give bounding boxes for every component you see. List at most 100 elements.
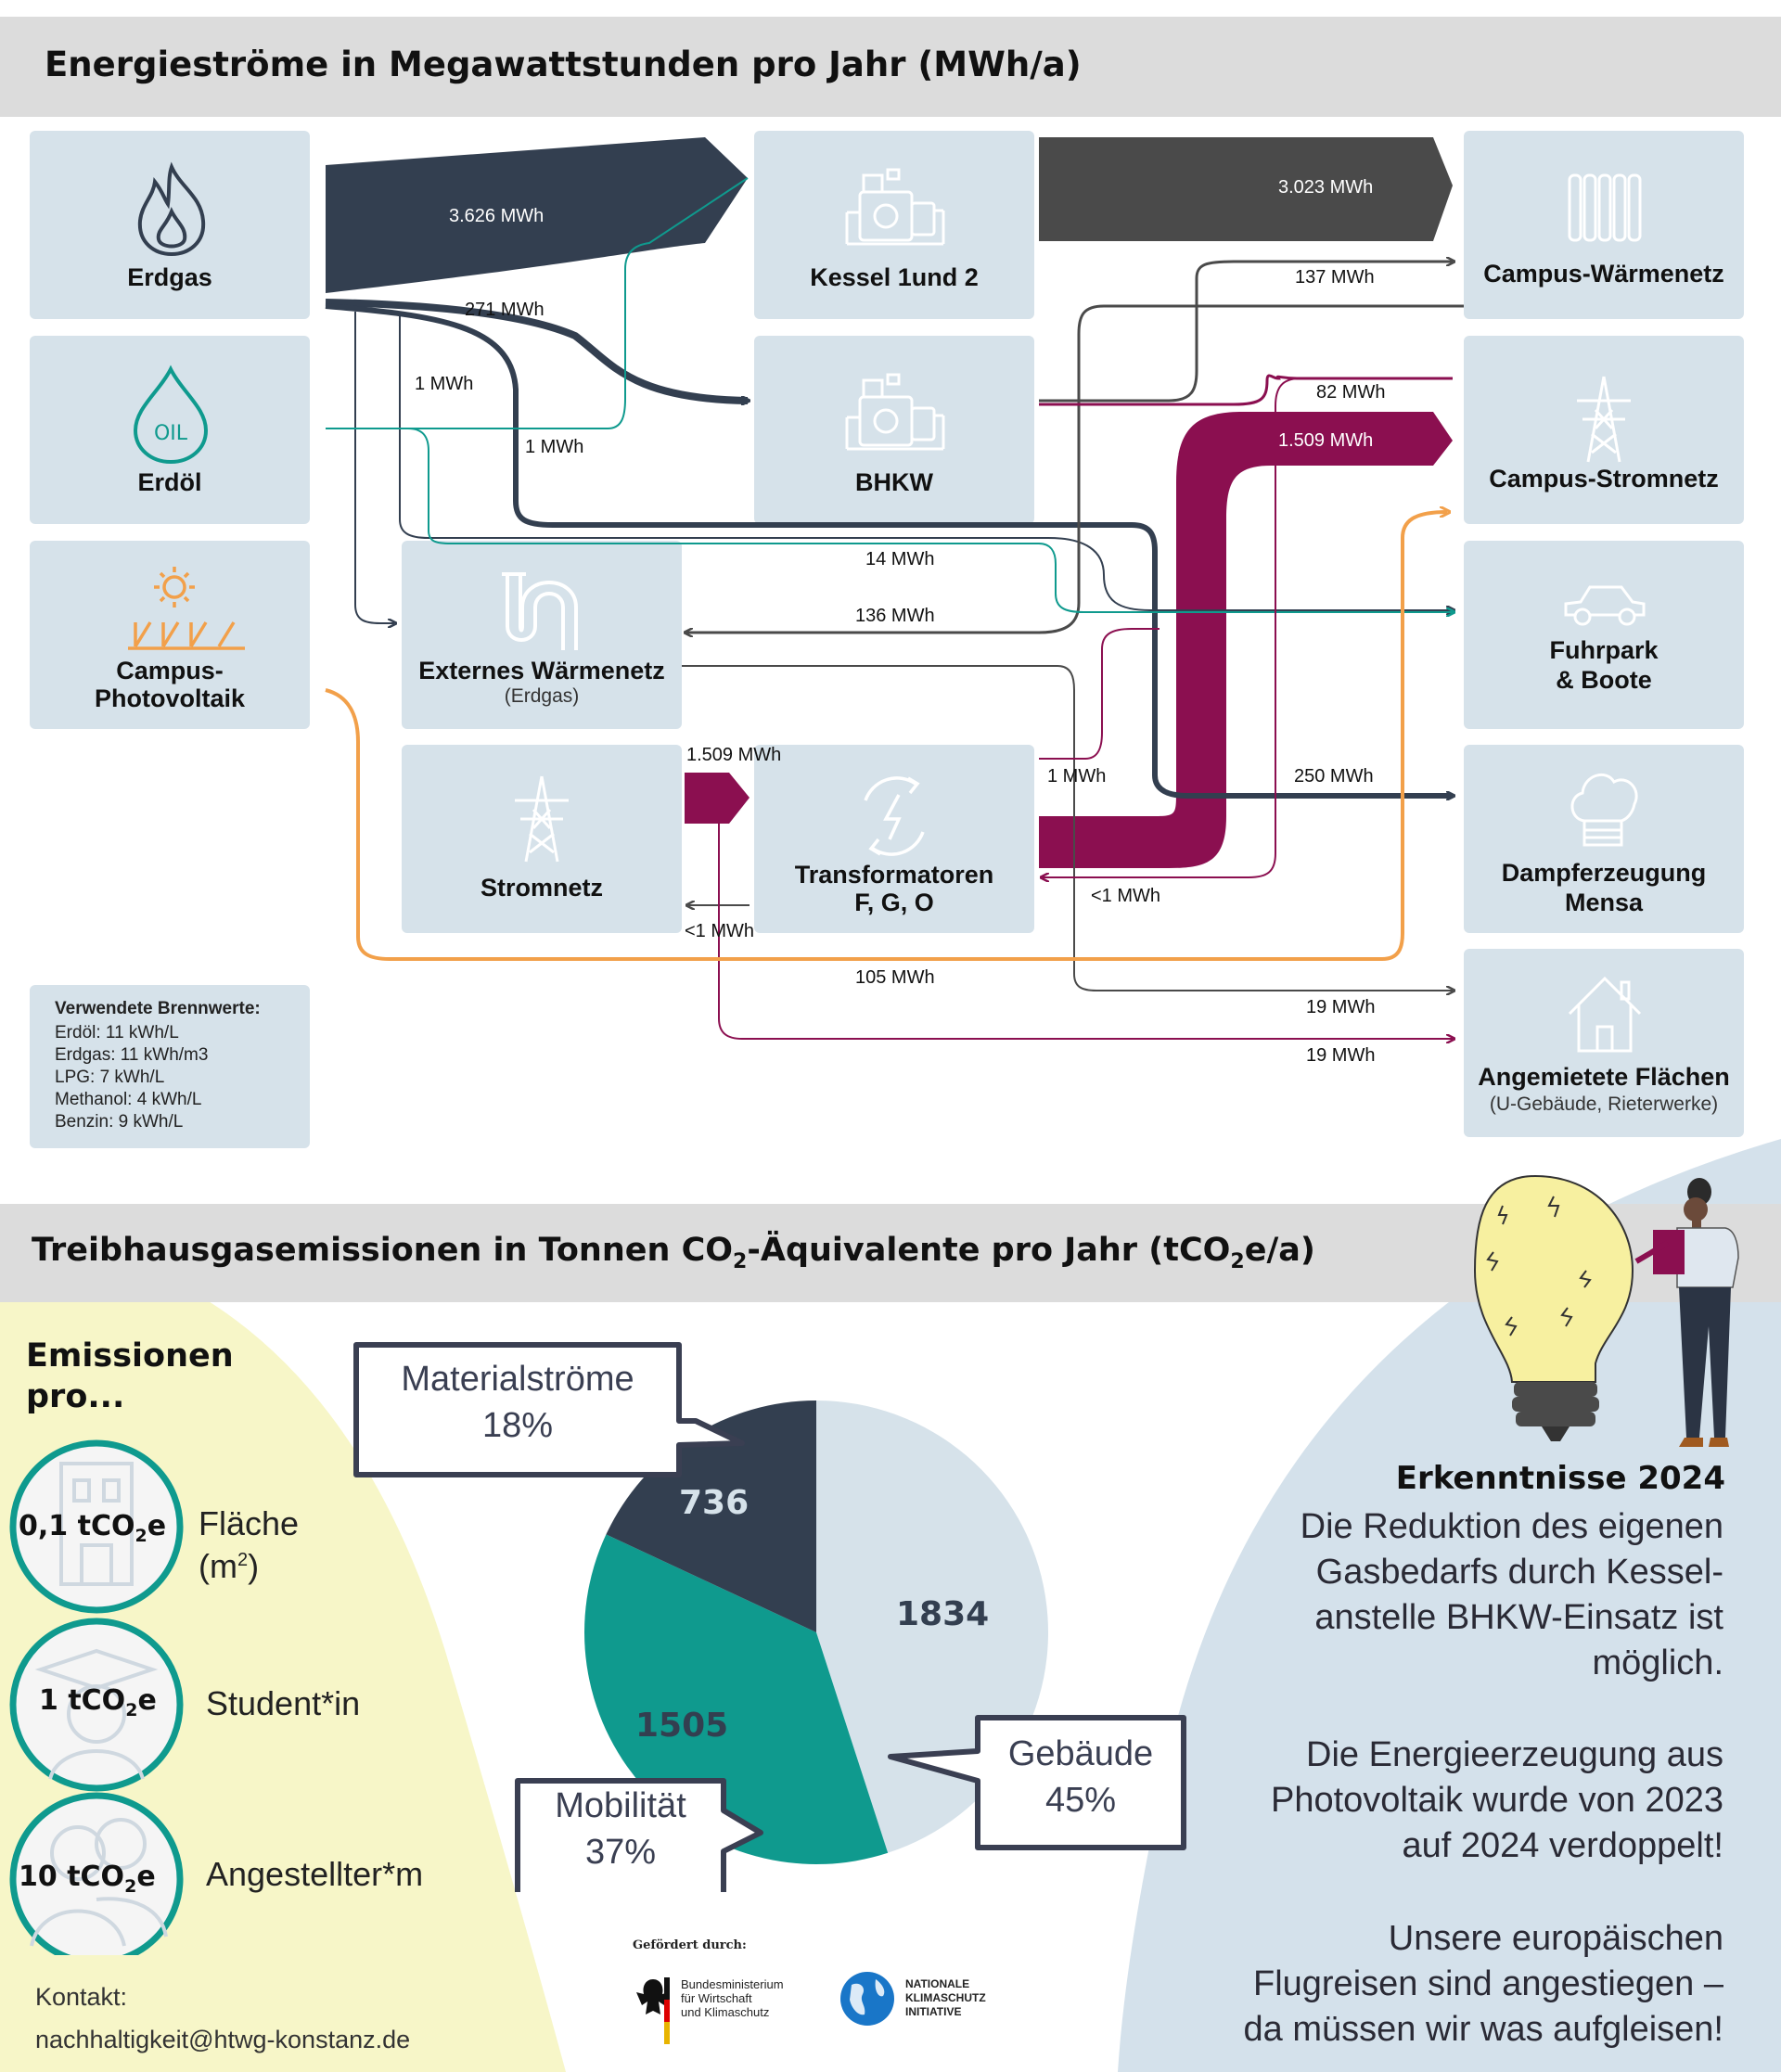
emissions-per-heading: Emissionen pro... (26, 1336, 234, 1417)
insight-line: da müssen wir was aufgleisen! (1243, 2010, 1723, 2049)
insight-line: Photovoltaik wurde von 2023 (1271, 1781, 1723, 1820)
flame-icon (137, 161, 206, 257)
chef-hat-icon (1570, 773, 1638, 847)
converter-bhkw: BHKW (754, 336, 1034, 524)
legend-gebaeude: Gebäude (1007, 1734, 1154, 1773)
pie-value-label-materialstroeme: 736 (679, 1484, 750, 1522)
erdgas-label: Erdgas (127, 263, 212, 291)
insight-line: Die Energieerzeugung aus (1306, 1735, 1723, 1774)
brennwerte-box: Verwendete Brennwerte: Erdöl: 11 kWh/L E… (30, 985, 310, 1148)
car-icon (1564, 585, 1646, 626)
ghg-title-part3: e/a) (1244, 1232, 1315, 1269)
ghg-title-sub2: 2 (1230, 1250, 1245, 1273)
insight-line: Flugreisen sind angestiegen – (1252, 1964, 1723, 2003)
angestellte-value: 10 (19, 1861, 58, 1893)
insight-line: Unsere europäischen (1388, 1919, 1723, 1958)
erdoel-label: Erdöl (137, 468, 202, 496)
power-pylon-icon (515, 775, 569, 863)
flow-label-erdgas-kessel: 3.626 MWh (449, 206, 545, 226)
flaeche-value: 0,1 (19, 1510, 69, 1542)
brennwert-item: Erdgas: 11 kWh/m3 (55, 1045, 209, 1065)
fuhrpark-label-line2: & Boote (1556, 666, 1652, 694)
callout-gebaeude (888, 1715, 1186, 1850)
flaeche-unit-post: ) (248, 1547, 260, 1585)
house-icon (1568, 976, 1642, 1053)
emission-value-angestellte: 10 tCO2e (19, 1861, 156, 1897)
stromnetz-label: Stromnetz (480, 874, 603, 902)
nki-line2: KLIMASCHUTZ (905, 1991, 986, 2004)
unit-prefix: tCO (67, 1861, 125, 1893)
unit-sub: 2 (135, 1526, 147, 1546)
emission-value-flaeche: 0,1 tCO2e (19, 1510, 166, 1546)
callout-mobilitaet-text: Mobilität 37% (518, 1783, 724, 1875)
brennwert-item: Methanol: 4 kWh/L (55, 1090, 202, 1109)
student-value: 1 (39, 1684, 58, 1717)
brennwerte-title: Verwendete Brennwerte: (55, 999, 261, 1018)
contact-label: Kontakt: (35, 1983, 128, 2011)
flow-label-erdoel-fuhrpark: 14 MWh (865, 549, 935, 569)
bmwk-line3: und Klimaschutz (681, 2005, 770, 2019)
bmwk-text: Bundesministerium für Wirtschaft und Kli… (681, 1977, 784, 2019)
brennwert-item: LPG: 7 kWh/L (55, 1068, 165, 1087)
angemietet-label: Angemietete Flächen (1478, 1063, 1730, 1091)
brennwert-item: Benzin: 9 kWh/L (55, 1112, 184, 1132)
flow-label-extern-angemietet: 19 MWh (1306, 997, 1376, 1017)
flow-label-bhkw-waerme: 137 MWh (1295, 267, 1375, 288)
angestellte-label: Angestellter*m (206, 1855, 424, 1893)
consumer-mensa: Dampferzeugung Mensa (1464, 745, 1744, 933)
globe-icon (840, 1972, 894, 2026)
kessel-label: Kessel 1und 2 (810, 263, 979, 291)
percent-materialstroeme: 18% (481, 1406, 554, 1445)
flow-label-erdgas-fuhrpark: 1 MWh (525, 437, 584, 457)
insight-paragraph-3: Unsere europäischen Flugreisen sind ange… (1167, 1916, 1723, 2053)
emissions-per-heading-line2: pro... (26, 1378, 125, 1415)
source-erdgas: Erdgas (30, 131, 310, 319)
solar-panel-icon (128, 567, 245, 650)
energy-section-title: Energieströme in Megawattstunden pro Jah… (45, 45, 1082, 84)
emission-circles (9, 1439, 184, 1955)
ghg-section-title: Treibhausgasemissionen in Tonnen CO2-Äqu… (32, 1232, 1315, 1273)
converter-stromnetz: Stromnetz (402, 745, 682, 933)
flow-label-erdgas-mensa: 250 MWh (1294, 766, 1374, 787)
callout-mobilitaet (515, 1778, 763, 1892)
flow-label-kessel-waerme: 3.023 MWh (1278, 177, 1374, 198)
graduate-icon (34, 1648, 159, 1780)
unit-suffix: e (137, 1684, 157, 1717)
trafo-label-line1: Transformatoren (794, 861, 994, 889)
flaeche-unit-pre: (m (199, 1547, 237, 1585)
flow-label-trafo-fuhrpark: 1 MWh (1047, 766, 1107, 787)
source-photovoltaik: Campus- Photovoltaik (30, 541, 310, 729)
flaeche-label: Fläche (199, 1504, 300, 1542)
emissions-per-heading-line1: Emissionen (26, 1337, 234, 1375)
bmwk-logo-icon (636, 1977, 670, 2044)
flow-label-pv-strom: 105 MWh (855, 967, 935, 988)
heat-pipe-icon (502, 572, 578, 650)
bmwk-line2: für Wirtschaft (681, 1991, 752, 2005)
boiler-icon (845, 168, 945, 246)
legend-materialstroeme: Materialströme (401, 1360, 634, 1399)
ghg-title-part1: Treibhausgasemissionen in Tonnen CO (32, 1232, 734, 1269)
radiator-icon (1568, 173, 1642, 242)
flow-label-stromnetz-trafo: 1.509 MWh (686, 745, 782, 765)
converter-extern: Externes Wärmenetz (Erdgas) (402, 541, 682, 729)
converter-kessel: Kessel 1und 2 (754, 131, 1034, 319)
insight-paragraph-1: Die Reduktion des eigenen Gasbedarfs dur… (1167, 1504, 1723, 1686)
converter-trafo: Transformatoren F, G, O (754, 745, 1034, 933)
oil-drop-icon: OIL (133, 365, 209, 465)
power-pylon-icon-2 (1577, 376, 1631, 463)
pie-value-label-gebaeude: 1834 (896, 1595, 990, 1633)
consumer-angemietet: Angemietete Flächen (U-Gebäude, Rieterwe… (1464, 949, 1744, 1137)
emission-value-student: 1 tCO2e (39, 1684, 157, 1720)
chp-engine-icon (845, 373, 945, 451)
mensa-label-line1: Dampferzeugung (1501, 859, 1707, 887)
transformer-icon (864, 776, 925, 856)
unit-sub: 2 (125, 1700, 138, 1720)
flow-label-trafo-stromnetz: <1 MWh (685, 921, 755, 941)
flow-label-erdgas-extern: 1 MWh (415, 374, 474, 394)
insight-paragraph-2: Die Energieerzeugung aus Photovoltaik wu… (1167, 1733, 1723, 1869)
insights-title: Erkenntnisse 2024 (1395, 1460, 1725, 1497)
contact-email[interactable]: nachhaltigkeit@htwg-konstanz.de (35, 2026, 411, 2053)
energy-header-band (0, 17, 1781, 117)
percent-mobilitaet: 37% (584, 1833, 657, 1872)
funding-label: Gefördert durch: (633, 1938, 747, 1952)
